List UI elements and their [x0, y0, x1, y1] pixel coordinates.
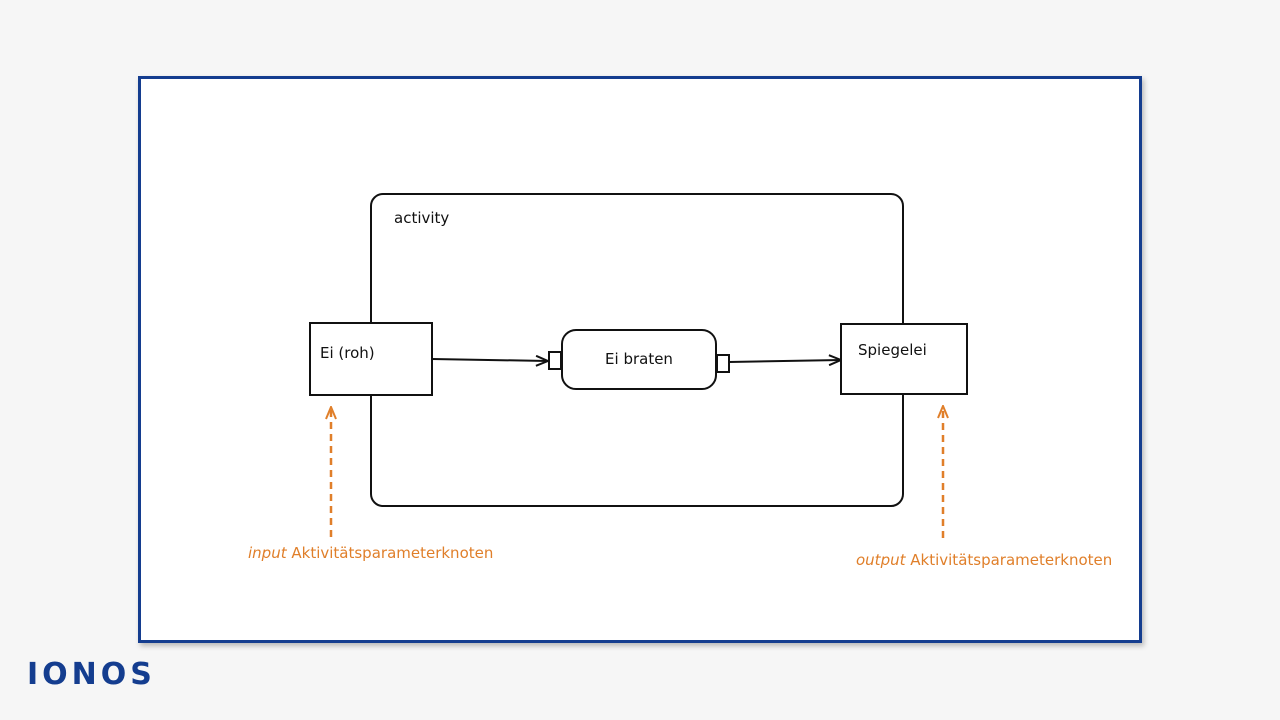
activity-label: activity — [394, 209, 449, 227]
output-parameter-label: Spiegelei — [858, 341, 927, 359]
input-parameter-node — [309, 322, 433, 396]
ionos-logo: IONOS — [27, 657, 156, 692]
input-parameter-label: Ei (roh) — [320, 344, 375, 362]
action-node — [561, 329, 717, 390]
output-annotation-text: Aktivitätsparameterknoten — [910, 551, 1112, 569]
input-annotation-text: Aktivitätsparameterknoten — [291, 544, 493, 562]
action-label: Ei braten — [605, 350, 673, 368]
flow-action-to-output — [728, 360, 841, 362]
activity-diagram: activity Ei (roh) Ei braten Spiegelei in… — [248, 193, 1112, 569]
output-annotation-emphasis: output — [856, 551, 907, 569]
action-output-pin — [716, 354, 730, 373]
input-annotation-label: input Aktivitätsparameterknoten — [248, 544, 493, 562]
input-annotation-emphasis: input — [248, 544, 288, 562]
flow-input-to-action — [431, 359, 548, 361]
output-parameter-node — [840, 323, 968, 395]
output-annotation-label: output Aktivitätsparameterknoten — [856, 551, 1112, 569]
action-input-pin — [548, 351, 562, 370]
slide-frame: activity Ei (roh) Ei braten Spiegelei in… — [138, 76, 1142, 643]
